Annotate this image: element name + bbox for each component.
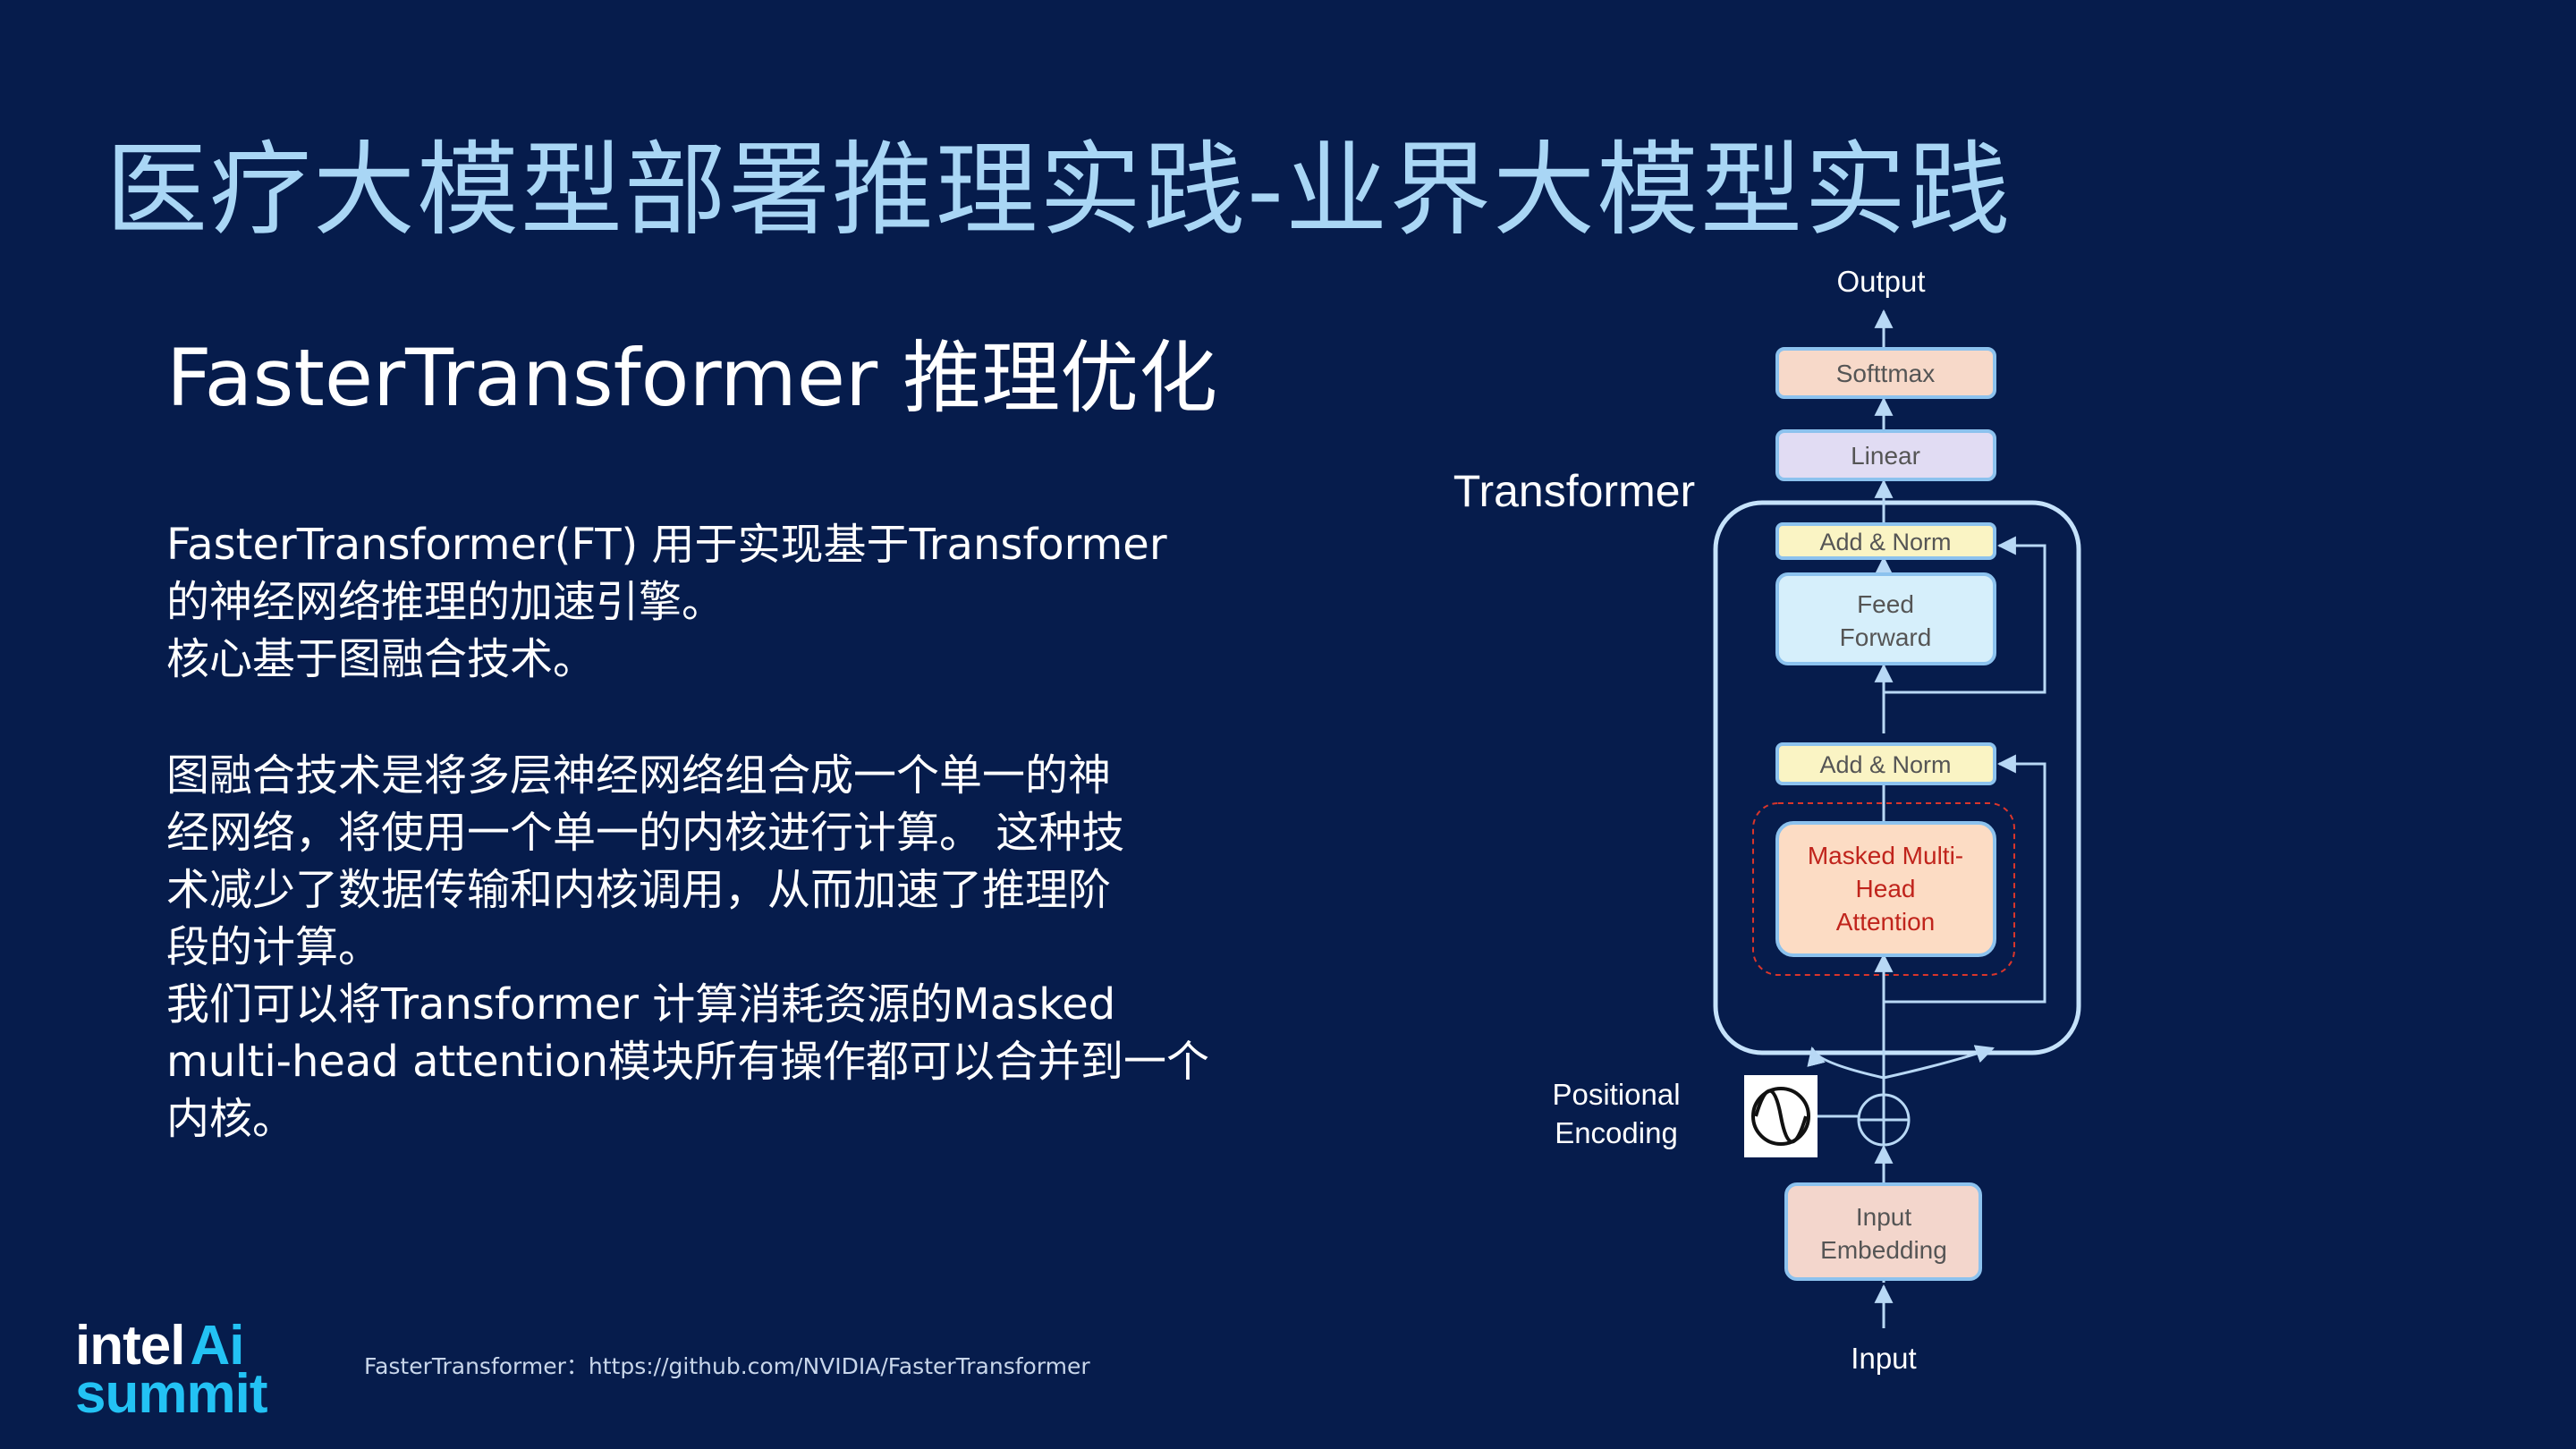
detail-line-7: 内核。 [166, 1094, 296, 1144]
detail-line-4: 段的计算。 [166, 922, 382, 972]
detail-line-2: 经网络，将使用一个单一的内核进行计算。 这种技 [166, 808, 1125, 858]
softmax-label: Softtmax [1836, 360, 1935, 387]
positional-encoding-line-2: Encoding [1555, 1116, 1678, 1149]
linear-box [1775, 429, 1996, 481]
input-embedding-line-1: Input [1856, 1203, 1911, 1231]
intel-ai-summit-logo: intelAi summit [75, 1318, 267, 1425]
intro-line-2: 的神经网络推理的加速引擎。 [166, 577, 725, 627]
add-norm-bottom-box [1775, 742, 1996, 785]
transformer-label: Transformer [1453, 466, 1695, 516]
sum-plus-icon [1857, 1093, 1911, 1147]
qkv-branch-right [1883, 1045, 1995, 1080]
softmax-box [1775, 347, 1996, 399]
detail-line-6: multi-head attention模块所有操作都可以合并到一个 [166, 1037, 1210, 1087]
input-embedding-box [1784, 1182, 1982, 1281]
logo-intel: intel [75, 1315, 185, 1377]
positional-encoding-line-1: Positional [1552, 1078, 1680, 1111]
add-norm-top-label: Add & Norm [1819, 529, 1951, 555]
intro-line-1: FasterTransformer(FT) 用于实现基于Transformer [166, 520, 1167, 570]
add-norm-top-box [1775, 522, 1996, 560]
transformer-block-frame [1713, 500, 2081, 1055]
logo-ai: Ai [190, 1315, 244, 1377]
footnote-link[interactable]: FasterTransformer：https://github.com/NVI… [364, 1353, 1090, 1379]
transformer-diagram: Output Transformer Input Softtmax Linear… [1453, 265, 2081, 1375]
residual-ff [1884, 536, 2046, 694]
intro-line-3: 核心基于图融合技术。 [166, 634, 597, 684]
output-label: Output [1836, 265, 1925, 298]
intro-paragraph: FasterTransformer(FT) 用于实现基于Transformer … [166, 516, 1275, 688]
qkv-branch-left [1807, 1046, 1885, 1080]
feed-forward-box [1775, 572, 1996, 665]
masked-attention-line-2: Head [1856, 875, 1916, 902]
residual-attention [1884, 754, 2046, 1004]
linear-label: Linear [1851, 442, 1920, 470]
masked-attention-box [1775, 821, 1996, 957]
input-embedding-line-2: Embedding [1820, 1236, 1947, 1264]
masked-attention-line-3: Attention [1836, 908, 1936, 936]
page-title: 医疗大模型部署推理实践-业界大模型实践 [106, 131, 2012, 250]
section-subtitle: FasterTransformer 推理优化 [166, 332, 1218, 424]
input-label: Input [1851, 1342, 1916, 1375]
detail-line-1: 图融合技术是将多层神经网络组合成一个单一的神 [166, 750, 1112, 801]
add-norm-bottom-label: Add & Norm [1819, 751, 1951, 778]
masked-attention-line-1: Masked Multi- [1808, 842, 1963, 869]
detail-line-5: 我们可以将Transformer 计算消耗资源的Masked [166, 979, 1116, 1030]
logo-summit: summit [75, 1363, 267, 1425]
feed-forward-line-1: Feed [1857, 590, 1914, 618]
feed-forward-line-2: Forward [1840, 623, 1932, 651]
sine-wave-icon [1751, 1087, 1810, 1146]
detail-line-3: 术减少了数据传输和内核调用，从而加速了推理阶 [166, 865, 1112, 915]
detail-paragraph: 图融合技术是将多层神经网络组合成一个单一的神 经网络，将使用一个单一的内核进行计… [166, 747, 1275, 1148]
